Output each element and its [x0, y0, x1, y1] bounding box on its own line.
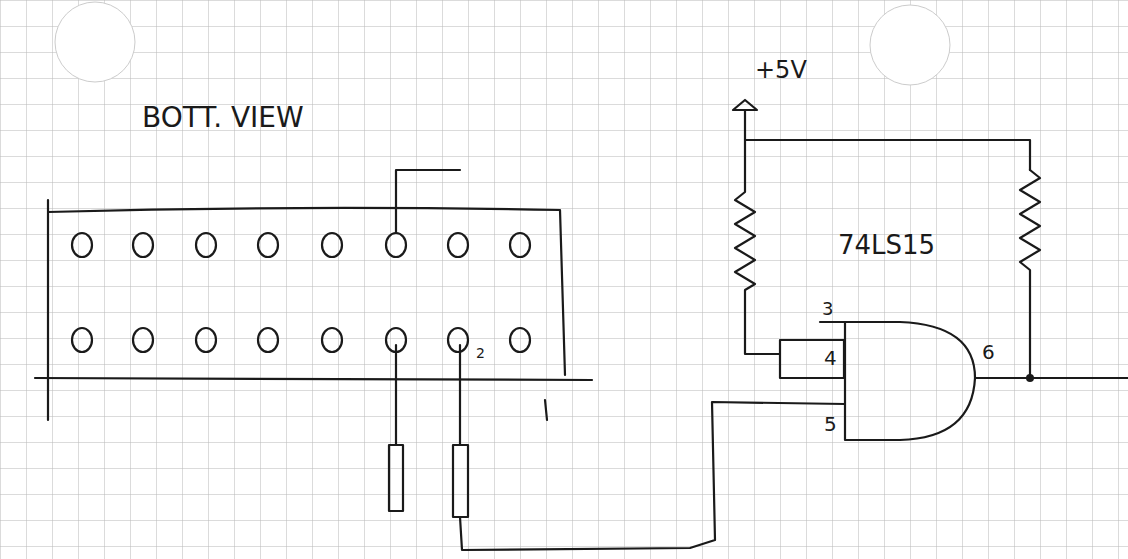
pin-number: 6 [982, 342, 995, 362]
pin-link [780, 340, 844, 378]
pin-number: 5 [824, 414, 837, 434]
wire [460, 402, 845, 550]
connector-pins [72, 233, 530, 352]
supply-label: +5V [755, 58, 807, 82]
pin-lead [459, 345, 461, 445]
binder-hole [55, 2, 135, 82]
pin-lead [396, 170, 460, 233]
wire-end [453, 445, 468, 517]
part-number: 74LS15 [838, 232, 935, 258]
pin-number: 4 [824, 348, 837, 368]
wire-end [389, 445, 403, 511]
board-edge [35, 378, 592, 380]
supply-symbol [733, 100, 757, 110]
pen-mark [545, 400, 547, 420]
and-gate [845, 322, 975, 440]
pin-stub [820, 321, 845, 323]
wire [975, 377, 1128, 379]
wire [745, 110, 1030, 170]
resistor-symbol [735, 140, 780, 354]
view-title: BOTT. VIEW [142, 104, 304, 132]
junction-dot [1026, 374, 1034, 382]
pin-number: 2 [476, 346, 485, 360]
binder-hole [870, 5, 950, 85]
connector-outline [48, 200, 565, 420]
resistor-symbol [1020, 170, 1040, 378]
pin-number: 3 [822, 300, 833, 318]
pin-lead [395, 345, 397, 445]
